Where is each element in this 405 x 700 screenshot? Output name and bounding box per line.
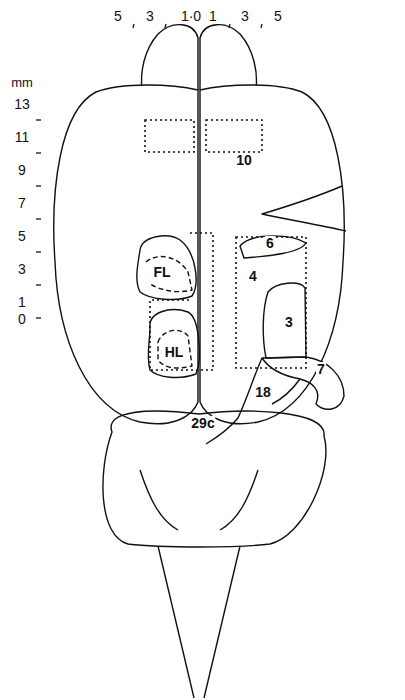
scale-tick bbox=[36, 251, 41, 252]
hemisphere-outline bbox=[200, 85, 344, 424]
scale-tick bbox=[36, 119, 41, 120]
scale-number: 1 bbox=[209, 9, 217, 23]
area-number: 10 bbox=[235, 153, 253, 167]
scale-number: 3 bbox=[241, 9, 249, 23]
olfactory-bulb bbox=[200, 25, 256, 90]
area-number: 6 bbox=[265, 236, 275, 250]
scale-number: 5 bbox=[18, 229, 26, 243]
olfactory-bulb bbox=[142, 25, 198, 90]
scale-number: 11 bbox=[15, 130, 30, 144]
scale-number: 5 bbox=[274, 9, 282, 23]
area-number: 4 bbox=[248, 269, 258, 283]
cerebellum-fold bbox=[140, 470, 258, 530]
recording-area bbox=[150, 233, 213, 370]
cerebellum-outline bbox=[103, 411, 326, 547]
scale-number: 9 bbox=[18, 163, 26, 177]
scale-tick bbox=[261, 24, 262, 28]
area-boundary bbox=[240, 236, 306, 258]
area-number: 18 bbox=[254, 385, 272, 399]
scale-tick bbox=[36, 284, 41, 285]
area-boundary bbox=[262, 186, 346, 231]
recording-area bbox=[206, 120, 262, 152]
dashed-outline bbox=[158, 330, 192, 368]
scale-tick bbox=[36, 317, 41, 318]
area-boundary bbox=[262, 357, 344, 409]
scale-number: 5 bbox=[114, 9, 122, 23]
scale-tick bbox=[133, 24, 134, 28]
region-label: FL bbox=[152, 265, 171, 279]
area-boundary bbox=[206, 358, 300, 444]
area-number: 29c bbox=[190, 416, 215, 430]
scale-tick bbox=[36, 185, 41, 186]
recording-area bbox=[145, 120, 194, 152]
area-boundary bbox=[263, 283, 306, 358]
dashed-outline bbox=[146, 257, 192, 292]
scale-unit: mm bbox=[11, 76, 33, 89]
area-number: 7 bbox=[316, 362, 326, 376]
scale-number: 0 bbox=[18, 312, 26, 326]
scale-number: 13 bbox=[14, 97, 30, 111]
forelimb-area bbox=[137, 236, 196, 300]
hindlimb-area bbox=[148, 310, 199, 378]
scale-number: 1 bbox=[18, 295, 26, 309]
scale-tick bbox=[36, 218, 41, 219]
scale-number: 3 bbox=[146, 9, 154, 23]
hemisphere-outline bbox=[54, 85, 198, 424]
scale-number: 7 bbox=[18, 196, 26, 210]
scale-number: 1·0 bbox=[181, 9, 201, 23]
scale-number: 3 bbox=[18, 262, 26, 276]
region-label: HL bbox=[164, 345, 185, 359]
scale-tick bbox=[36, 152, 41, 153]
scale-tick bbox=[165, 24, 166, 28]
scale-tick bbox=[229, 24, 230, 28]
recording-area bbox=[236, 237, 306, 368]
area-number: 3 bbox=[284, 315, 294, 329]
brainstem-outline bbox=[158, 546, 240, 698]
